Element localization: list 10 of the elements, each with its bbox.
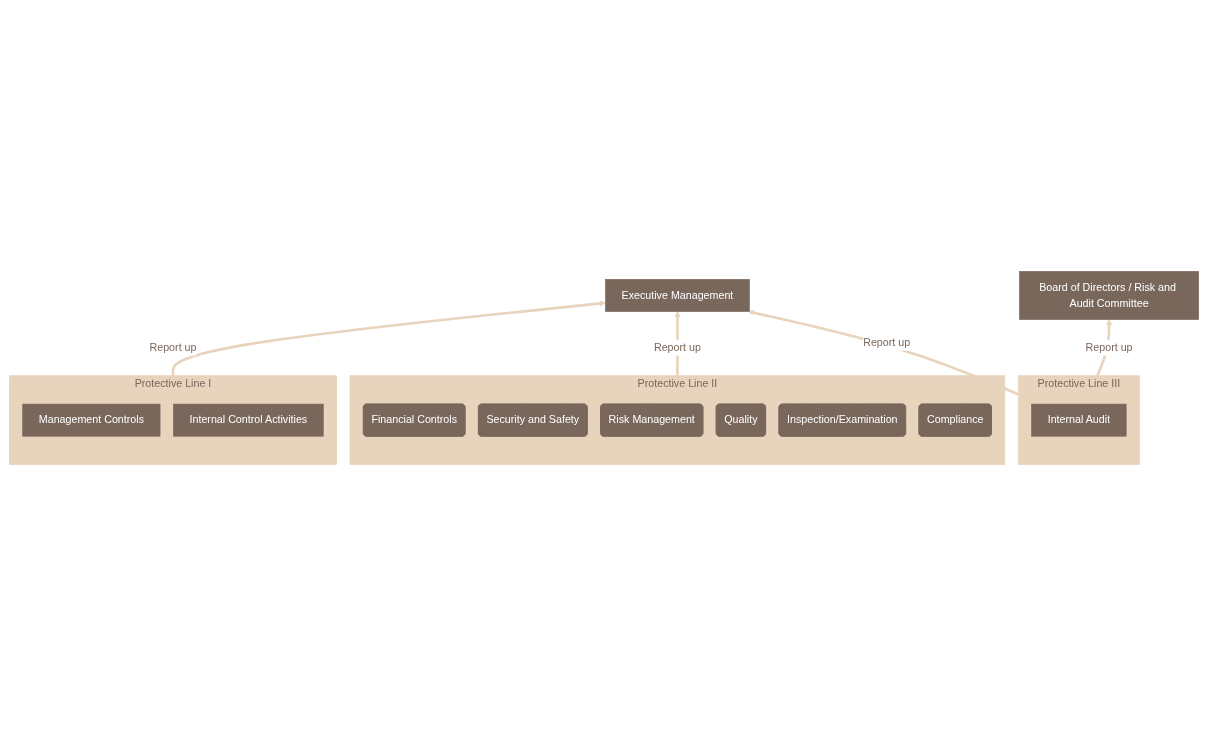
edge-label: Report up: [149, 341, 197, 353]
edge-label: Report up: [1085, 341, 1133, 353]
edge-label: Report up: [653, 341, 701, 353]
node-box: Management Controls: [22, 403, 161, 437]
node-box: Internal Audit: [1031, 403, 1127, 437]
node-box: Internal Control Activities: [173, 403, 324, 437]
node-box: Executive Management: [605, 279, 750, 312]
edge-label: Report up: [863, 336, 911, 349]
arrow: [171, 300, 606, 376]
node-box: Board of Directors / Risk and Audit Committee: [1019, 271, 1199, 320]
